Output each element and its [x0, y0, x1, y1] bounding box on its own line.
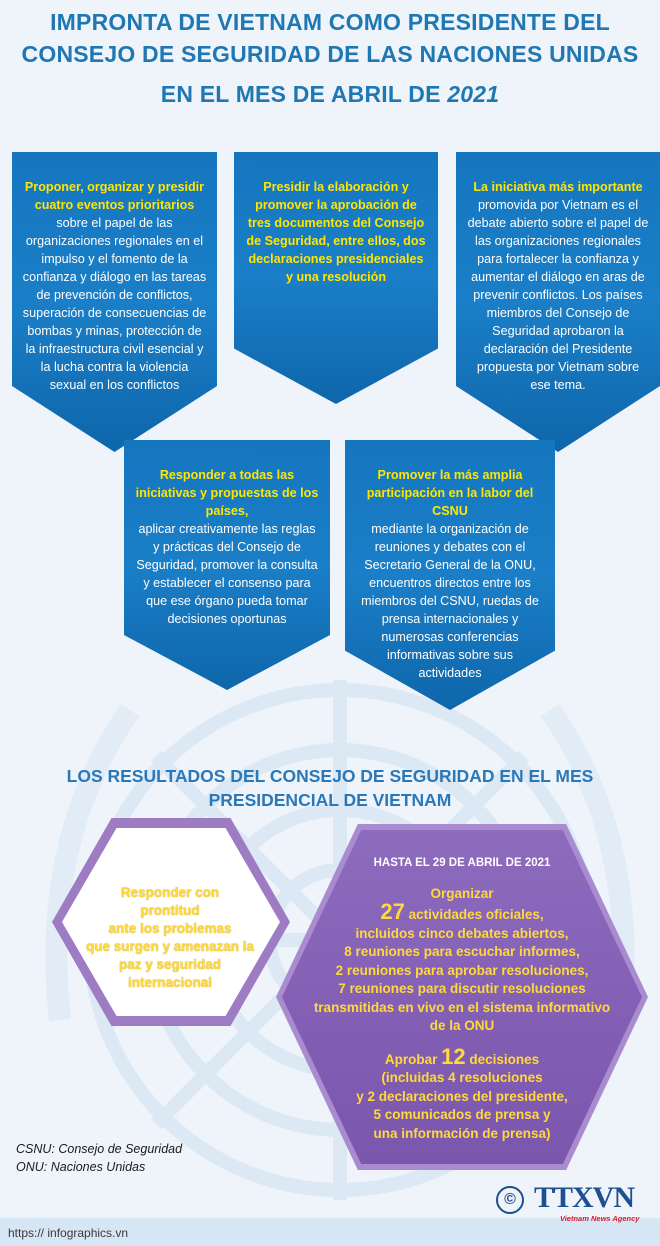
card-1-highlight: Proponer, organizar y presidir cuatro ev… — [24, 180, 205, 212]
activities-line: incluidos cinco debates abiertos, — [355, 925, 569, 941]
activities-line: transmitidas en vivo en el sistema infor… — [313, 999, 611, 1015]
activities-line: de la ONU — [429, 1018, 495, 1033]
title-line-2: CONSEJO DE SEGURIDAD DE LAS NACIONES UNI… — [21, 41, 639, 67]
big-hexagon-content: HASTA EL 29 DE ABRIL DE 2021 Organizar 2… — [290, 854, 634, 1143]
activities-text: actividades oficiales, — [404, 907, 544, 922]
small-hexagon-text: Responder con prontitud ante los problem… — [70, 884, 270, 992]
ttxvn-logo-subtitle: Vietnam News Agency — [560, 1214, 640, 1223]
ttxvn-logo: TTXVN — [534, 1181, 635, 1214]
card-5-highlight: Promover la más amplia participación en … — [366, 468, 534, 518]
card-3-body: promovida por Vietnam es el debate abier… — [467, 198, 649, 392]
small-hex-line: internacional — [127, 975, 213, 990]
decisions-number: 12 — [441, 1043, 466, 1069]
results-heading-line-1: LOS RESULTADOS DEL CONSEJO DE SEGURIDAD … — [66, 766, 594, 786]
card-5-body: mediante la organización de reuniones y … — [361, 522, 539, 680]
decisions-line: (incluidas 4 resoluciones — [381, 1070, 543, 1085]
activities-summary: 27 actividades oficiales, — [290, 901, 634, 925]
card-priority-events: Proponer, organizar y presidir cuatro ev… — [12, 152, 217, 452]
card-main-initiative: La iniciativa más importante promovida p… — [456, 152, 660, 452]
small-hex-line: que surgen y amenazan la — [85, 939, 255, 954]
decisions-text: decisiones — [465, 1051, 540, 1067]
decisions-summary: Aprobar 12 decisiones — [290, 1045, 634, 1070]
results-heading: LOS RESULTADOS DEL CONSEJO DE SEGURIDAD … — [40, 764, 620, 812]
footer-bar — [0, 1218, 660, 1246]
activities-number: 27 — [380, 899, 405, 924]
title-year: 2021 — [447, 81, 500, 107]
note-onu: ONU: Naciones Unidas — [16, 1160, 146, 1174]
activities-line: 2 reuniones para aprobar resoluciones, — [335, 962, 589, 978]
card-1-body: sobre el papel de las organizaciones reg… — [22, 216, 207, 392]
small-hex-line: Responder con — [120, 885, 220, 900]
copyright-icon: © — [496, 1186, 524, 1214]
approve-label: Aprobar — [384, 1051, 442, 1067]
activities-line: 8 reuniones para escuchar informes, — [344, 944, 580, 959]
organize-label: Organizar — [430, 885, 494, 901]
small-hex-line: paz y seguridad — [118, 957, 222, 972]
page-title: IMPRONTA DE VIETNAM COMO PRESIDENTE DEL … — [0, 6, 660, 110]
small-hex-line: ante los problemas — [108, 921, 232, 936]
decisions-line: una información de prensa) — [373, 1125, 551, 1141]
card-documents: Presidir la elaboración y promover la ap… — [234, 152, 438, 404]
card-respond-initiatives: Responder a todas las iniciativas y prop… — [124, 440, 330, 690]
decisions-line: y 2 declaraciones del presidente, — [356, 1088, 568, 1104]
decisions-line: 5 comunicados de prensa y — [373, 1107, 551, 1122]
results-heading-line-2: PRESIDENCIAL DE VIETNAM — [208, 790, 452, 810]
title-line-1: IMPRONTA DE VIETNAM COMO PRESIDENTE DEL — [50, 9, 610, 35]
card-4-body: aplicar creativamente las reglas y práct… — [136, 522, 318, 626]
big-hexagon — [282, 830, 642, 1164]
activities-line: 7 reuniones para discutir resoluciones — [338, 981, 586, 996]
title-line-3: EN EL MES DE ABRIL DE 2021 — [0, 78, 660, 110]
card-4-highlight: Responder a todas las iniciativas y prop… — [135, 468, 319, 518]
title-line-3-text: EN EL MES DE ABRIL DE — [160, 81, 448, 107]
card-2-highlight: Presidir la elaboración y promover la ap… — [246, 180, 426, 284]
note-csnu: CSNU: Consejo de Seguridad — [16, 1142, 183, 1156]
results-date: HASTA EL 29 DE ABRIL DE 2021 — [373, 857, 551, 869]
footer-url-link[interactable]: https:// infographics.vn — [8, 1226, 129, 1240]
card-3-highlight: La iniciativa más importante — [473, 180, 643, 194]
abbreviation-notes: CSNU: Consejo de Seguridad ONU: Naciones… — [16, 1140, 182, 1176]
card-participation: Promover la más amplia participación en … — [345, 440, 555, 710]
small-hex-line: prontitud — [140, 903, 200, 918]
